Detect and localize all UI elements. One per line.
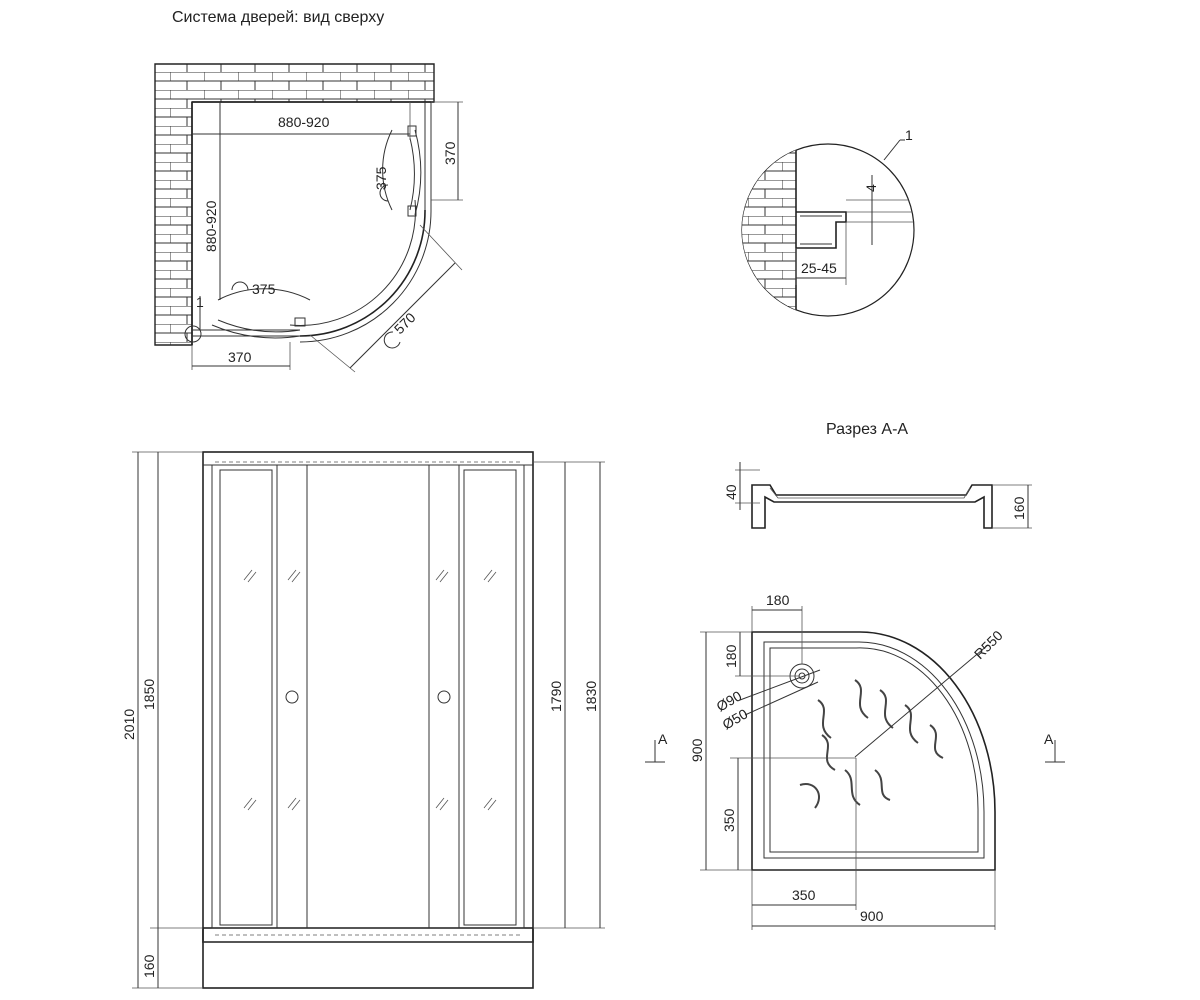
front-frame-height: 1850 [141, 679, 157, 710]
detail-profile-label: 25-45 [801, 260, 837, 276]
section-depth-small: 40 [723, 484, 739, 500]
tray-size-x: 900 [860, 908, 884, 924]
front-total-height: 2010 [121, 709, 137, 740]
front-tray-height: 160 [141, 954, 157, 978]
section-view: Разрез А-А 40 160 [723, 421, 1032, 529]
cut-mark-right: А [1044, 731, 1054, 747]
tray-drain-offset-x: 180 [766, 592, 790, 608]
top-panel-right-label: 370 [442, 141, 458, 165]
tray-plan: R550 Ø90 Ø50 180 180 900 350 350 900 [645, 592, 1065, 930]
detail-gap-label: 4 [863, 184, 879, 192]
detail-callout: 1 [905, 127, 913, 143]
detail-1: 4 25-45 1 [741, 127, 915, 317]
top-door-bottom-label: 375 [252, 281, 276, 297]
top-door-right-label: 375 [373, 166, 389, 190]
top-depth-label: 880-920 [203, 200, 219, 252]
tray-inner-x: 350 [792, 887, 816, 903]
top-callout: 1 [196, 294, 204, 310]
top-arc-label: 570 [391, 309, 419, 337]
top-width-label: 880-920 [278, 114, 330, 130]
top-panel-bottom-label: 370 [228, 349, 252, 365]
tray-size-y: 900 [689, 738, 705, 762]
front-door-height: 1830 [583, 681, 599, 712]
top-view-title: Система дверей: вид сверху [172, 9, 384, 26]
tray-inner-y: 350 [721, 808, 737, 832]
front-view: 2010 1850 160 1790 1830 [121, 451, 605, 989]
tray-drain-offset-y: 180 [723, 644, 739, 668]
section-title: Разрез А-А [826, 421, 908, 438]
top-view: Система дверей: вид сверху 1 880-920 [154, 9, 463, 373]
cut-mark-left: А [658, 731, 668, 747]
tray-radius-label: R550 [971, 627, 1006, 662]
section-depth-total: 160 [1011, 496, 1027, 520]
front-glass-height: 1790 [548, 681, 564, 712]
